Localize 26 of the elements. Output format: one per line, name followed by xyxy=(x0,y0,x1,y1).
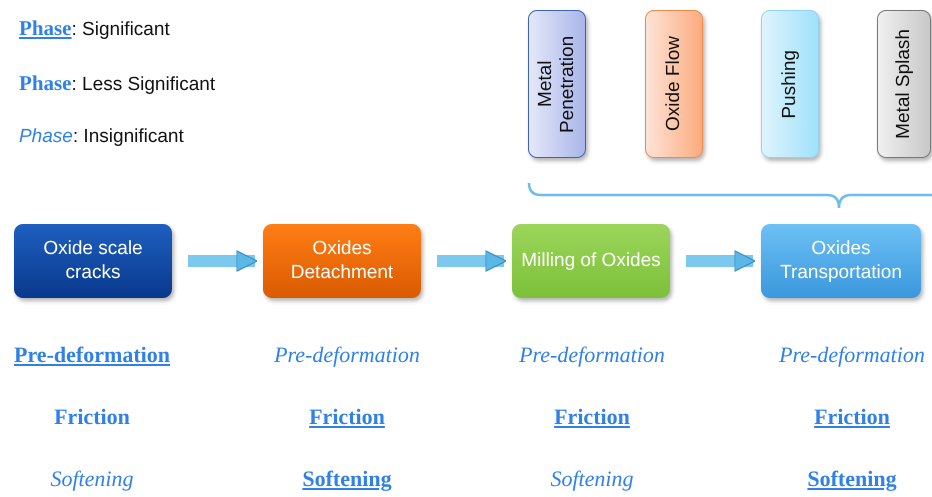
phase-label: Softening xyxy=(302,466,392,492)
process-box: Oxides Detachment xyxy=(263,224,421,298)
block-arrow xyxy=(686,250,756,272)
phase-label: Friction xyxy=(309,404,385,430)
phase-label: Friction xyxy=(554,404,630,430)
phase-label: Softening xyxy=(550,466,634,492)
phase-label: Pre-deformation xyxy=(14,342,170,368)
process-box: Oxide scale cracks xyxy=(14,224,172,298)
legend-text: Phase: Significant xyxy=(19,16,170,41)
mechanism-box: Metal Splash xyxy=(877,10,931,158)
phase-label: Friction xyxy=(814,404,890,430)
legend-text: Phase: Insignificant xyxy=(19,126,184,148)
process-box: Milling of Oxides xyxy=(512,224,670,298)
phase-label: Pre-deformation xyxy=(779,342,925,368)
mechanism-box: Oxide Flow xyxy=(645,10,703,158)
mechanism-box: Pushing xyxy=(761,10,819,158)
block-arrow xyxy=(188,250,258,272)
process-box: Oxides Transportation xyxy=(761,224,921,298)
phase-label: Softening xyxy=(807,466,897,492)
mechanism-box: Metal Penetration xyxy=(528,10,586,158)
phase-label: Softening xyxy=(50,466,134,492)
legend-text: Phase: Less Significant xyxy=(19,71,216,96)
phase-label: Friction xyxy=(54,404,130,430)
block-arrow xyxy=(437,250,507,272)
phase-label: Pre-deformation xyxy=(274,342,420,368)
phase-label: Pre-deformation xyxy=(519,342,665,368)
